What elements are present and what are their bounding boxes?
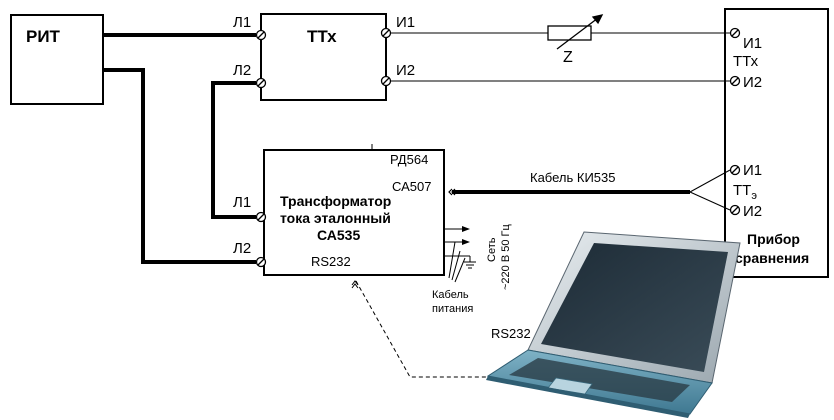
power-arrows <box>462 226 470 245</box>
terminal-etalon-l1 <box>255 211 267 223</box>
impedance-label: Z <box>563 49 573 66</box>
connector-ca507-icon <box>448 188 456 196</box>
power-cable-label-2: питания <box>432 303 473 315</box>
rit-box <box>10 14 104 105</box>
power-cable-ray-2 <box>451 250 461 281</box>
etalon-ca-label: СА507 <box>392 179 431 194</box>
terminal-etalon-l2 <box>255 256 267 268</box>
ttx-l2-label: Л2 <box>233 62 251 79</box>
device-tte-main: ТТ <box>733 182 751 199</box>
wire-fork-upper <box>689 169 731 193</box>
etalon-title-1: Трансформатор <box>280 193 391 209</box>
secondary-wires <box>371 32 731 283</box>
ground-icon <box>464 256 476 269</box>
etalon-l1-label: Л1 <box>233 194 251 211</box>
cable-ki535-label: Кабель КИ535 <box>530 170 615 185</box>
terminal-device-tte-i1 <box>729 164 741 176</box>
wire-ttx-l2-etalon-l1 <box>211 81 256 219</box>
etalon-rd-label: РД564 <box>390 152 428 167</box>
network-label-2: ~220 В 50 Гц <box>500 224 512 290</box>
power-cable-ray-1 <box>448 241 456 279</box>
device-box <box>724 8 829 278</box>
rit-label: РИТ <box>26 27 61 46</box>
device-name-2: сравнения <box>735 250 809 266</box>
device-ttx-i1-label: И1 <box>743 35 762 52</box>
device-tte-i1-label: И1 <box>743 162 762 179</box>
variable-impedance-icon <box>547 14 604 50</box>
wire-rit-etalon-l2 <box>103 68 256 264</box>
laptop-icon <box>486 231 741 418</box>
network-label-1: Сеть <box>486 237 498 262</box>
device-ttx-i2-label: И2 <box>743 74 762 91</box>
ttx-i1-label: И1 <box>396 14 415 31</box>
device-ttx-label: ТТх <box>733 53 759 70</box>
ttx-i2-label: И2 <box>396 62 415 79</box>
etalon-title-3: СА535 <box>317 227 360 243</box>
rs232-link-label: RS232 <box>491 326 531 341</box>
terminal-device-tte-i2 <box>729 204 741 216</box>
wire-fork-lower <box>689 191 731 211</box>
ttx-label: ТТх <box>307 27 337 46</box>
terminal-ttx-i1 <box>380 27 392 39</box>
terminal-device-ttx-i1 <box>729 27 741 39</box>
power-cable-ray-3 <box>454 257 466 283</box>
terminal-device-ttx-i2 <box>729 75 741 87</box>
terminals <box>255 27 741 268</box>
etalon-box <box>263 149 445 276</box>
terminal-ttx-i2 <box>380 75 392 87</box>
etalon-title-2: тока эталонный <box>280 210 391 226</box>
primary-wires <box>103 33 690 264</box>
ttx-box <box>260 13 387 101</box>
ttx-l1-label: Л1 <box>233 14 251 31</box>
etalon-l2-label: Л2 <box>233 240 251 257</box>
terminal-ttx-l2 <box>255 77 267 89</box>
terminal-ttx-l1 <box>255 29 267 41</box>
device-tte-i2-label: И2 <box>743 203 762 220</box>
etalon-rs-label: RS232 <box>311 254 351 269</box>
device-tte-sub: э <box>751 190 757 202</box>
rs232-port-icon <box>351 280 359 289</box>
device-name-1: Прибор <box>747 231 800 247</box>
device-tte-label: ТТэ <box>733 182 757 202</box>
power-cable-label-1: Кабель <box>432 289 469 301</box>
